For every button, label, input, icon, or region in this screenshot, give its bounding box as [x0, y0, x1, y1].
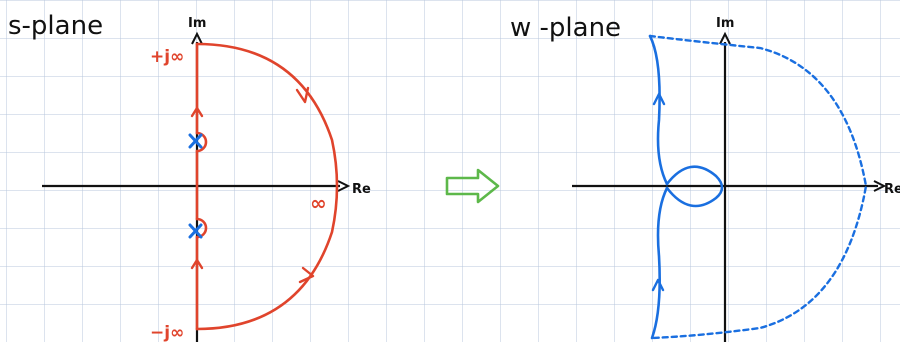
s-plane: s-plane Im Re +j∞ −j∞ ∞	[8, 11, 371, 342]
infinity-label: ∞	[310, 191, 327, 215]
s-real-axis-arrowhead	[337, 180, 351, 192]
w-imag-axis-arrowhead	[719, 31, 731, 45]
mapped-curve-arrows	[651, 92, 666, 292]
s-plane-title: s-plane	[8, 11, 103, 41]
mapped-curve	[648, 34, 724, 340]
w-real-axis-arrowhead	[873, 180, 887, 192]
pole-upper	[188, 133, 203, 149]
mapped-infinity-arc	[648, 34, 868, 340]
nyquist-contour	[195, 42, 339, 331]
pole-markers	[188, 133, 203, 239]
plus-j-infinity-label: +j∞	[150, 47, 184, 67]
mapping-arrow	[445, 168, 500, 204]
s-re-label: Re	[352, 182, 371, 197]
s-imag-axis-arrowhead	[191, 31, 203, 45]
w-plane-title: w -plane	[510, 13, 621, 43]
w-re-label: Re	[884, 182, 900, 197]
s-im-label: Im	[188, 16, 206, 31]
minus-j-infinity-label: −j∞	[150, 323, 184, 342]
contour-direction-arrows	[190, 86, 315, 284]
w-plane: w -plane Im Re	[510, 13, 900, 342]
w-im-label: Im	[716, 16, 734, 31]
pole-lower	[188, 223, 203, 239]
